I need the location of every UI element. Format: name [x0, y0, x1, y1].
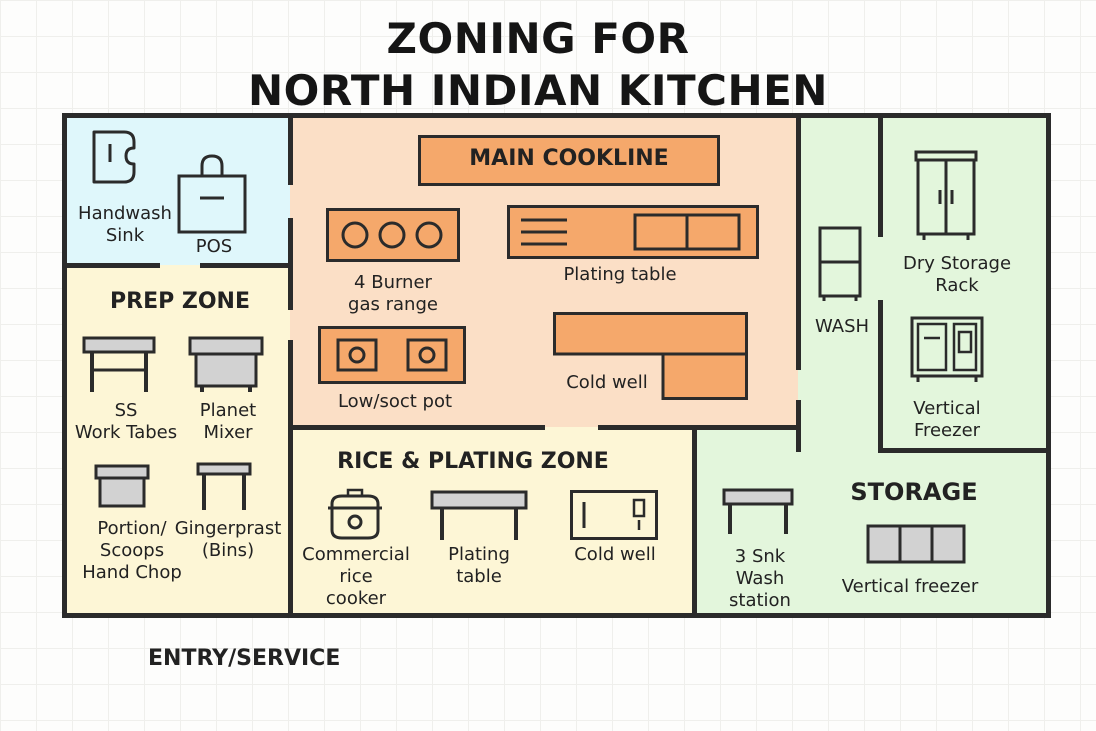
- outer-wall-right: [1046, 113, 1051, 618]
- diagram-title-line2: NORTH INDIAN KITCHEN: [248, 66, 828, 115]
- portion-scoops-label: Portion/ Scoops Hand Chop: [82, 518, 182, 583]
- wash-zone: [798, 117, 880, 427]
- storage-zone: [694, 427, 1047, 615]
- entry-service-label: ENTRY/SERVICE: [148, 646, 341, 671]
- wall-wash-dry-upper: [878, 117, 883, 237]
- wall-cook-wash-upper: [796, 117, 801, 370]
- rice-plating-zone-title: RICE & PLATING ZONE: [337, 449, 609, 474]
- sink-station-icon: [722, 488, 794, 534]
- plating-table-small-icon: [430, 490, 528, 540]
- portion-bin-icon: [94, 464, 150, 508]
- freezer-units-icon: [866, 524, 966, 564]
- vertical-freezer-label: Vertical Freezer: [913, 398, 981, 441]
- cold-well-small-label: Cold well: [574, 544, 656, 565]
- outer-wall-bottom: [62, 613, 1051, 618]
- cold-well-icon: [553, 312, 748, 400]
- wall-prep-cook-mid: [288, 218, 293, 310]
- rice-cooker-icon: [328, 488, 382, 540]
- gas-range-label: 4 Burner gas range: [348, 272, 438, 315]
- rice-cooker-label: Commercial rice cooker: [302, 544, 410, 609]
- wall-rice-storage: [692, 427, 697, 615]
- plating-table-icon: [507, 205, 759, 259]
- plating-table-small-label: Plating table: [448, 544, 510, 587]
- pos-label: POS: [195, 236, 233, 257]
- vertical-freezer-icon: [910, 316, 984, 382]
- wall-cashier-prep-2: [200, 263, 290, 268]
- main-cookline-title: MAIN COOKLINE: [469, 146, 669, 171]
- plating-table-label: Plating table: [563, 264, 677, 285]
- outer-wall-left: [62, 113, 67, 618]
- stock-pot-label: Low/soct pot: [337, 391, 453, 412]
- work-table-icon: [82, 336, 156, 392]
- prep-zone: [66, 265, 290, 615]
- pos-terminal-icon: [177, 154, 247, 234]
- handwash-sink-icon: [92, 130, 136, 184]
- wall-prep-cook-lower: [288, 340, 293, 615]
- outer-wall-top: [62, 113, 1051, 118]
- wash-label: WASH: [814, 316, 870, 337]
- cold-well-small-icon: [570, 490, 658, 540]
- work-tables-label: SS Work Tabes: [74, 400, 178, 443]
- main-cookline-banner: [418, 135, 720, 186]
- diagram-title-line1: ZONING FOR: [386, 14, 690, 63]
- wall-cook-rice-left: [290, 425, 545, 430]
- wall-dry-storage: [878, 448, 1048, 453]
- wall-prep-cook-upper: [288, 117, 293, 185]
- planet-mixer-icon: [188, 336, 264, 392]
- gingerprast-bins-label: Gingerprast (Bins): [174, 518, 282, 561]
- bin-stand-icon: [196, 462, 252, 510]
- sink-station-label: 3 Snk Wash station: [729, 546, 791, 611]
- wall-wash-dry-lower: [878, 300, 883, 452]
- rice-plating-zone: [290, 427, 694, 615]
- gas-range-icon: [326, 208, 460, 262]
- wall-cook-wash-lower: [796, 400, 801, 452]
- storage-cabinet-icon: [914, 150, 978, 240]
- cold-well-label: Cold well: [566, 372, 648, 393]
- handwash-sink-label: Handwash Sink: [78, 203, 172, 246]
- wall-cashier-prep: [66, 263, 160, 268]
- dry-storage-zone: [880, 117, 1047, 451]
- wall-cook-rice-right: [598, 425, 798, 430]
- planet-mixer-label: Planet Mixer: [199, 400, 257, 443]
- dry-storage-rack-label: Dry Storage Rack: [902, 253, 1012, 296]
- vertical-freezer-storage-label: Vertical freezer: [841, 576, 979, 597]
- wash-rack-icon: [818, 226, 862, 301]
- prep-zone-title: PREP ZONE: [110, 289, 250, 314]
- storage-title: STORAGE: [850, 478, 978, 506]
- stock-pot-range-icon: [318, 326, 466, 384]
